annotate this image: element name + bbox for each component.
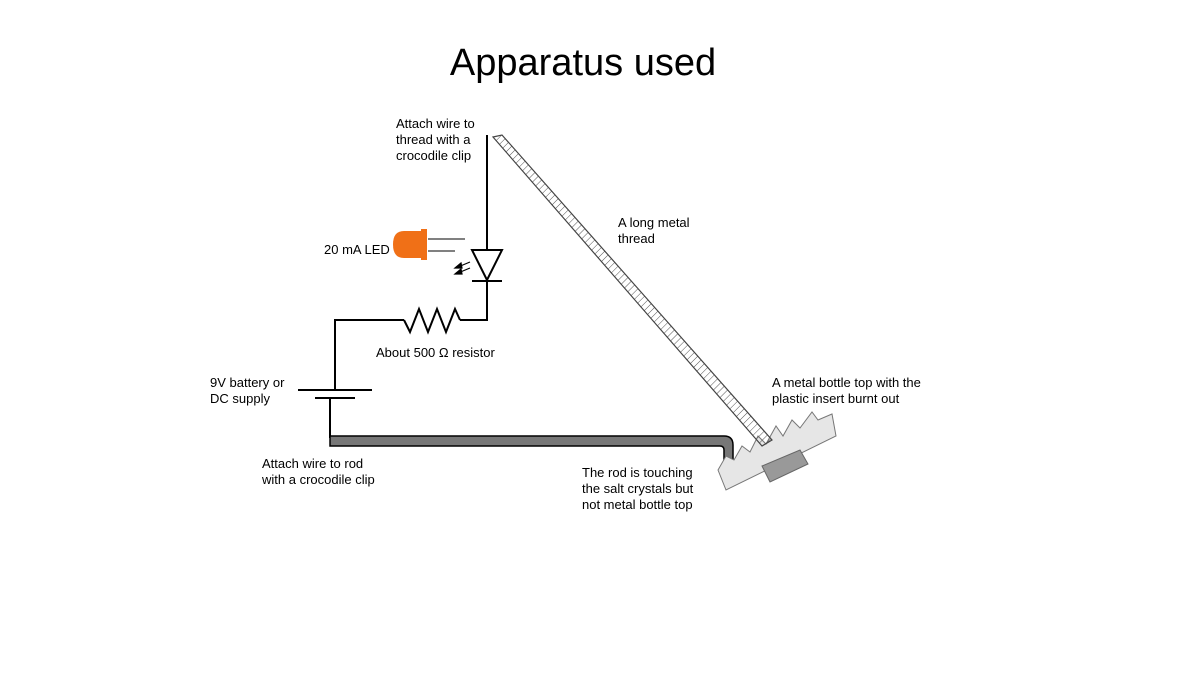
metal-thread — [491, 134, 773, 447]
bottle-top — [717, 411, 837, 491]
bottle-top-label: A metal bottle top with the plastic inse… — [772, 375, 921, 406]
battery-label: 9V battery or DC supply — [210, 375, 285, 406]
rod-clip-label: Attach wire to rod with a crocodile clip — [262, 456, 375, 487]
page-title: Apparatus used — [449, 42, 717, 84]
wire-resistor-to-battery — [334, 319, 404, 390]
led-component — [393, 229, 465, 260]
battery-symbol — [298, 389, 372, 399]
rod-touching-label: The rod is touching the salt crystals bu… — [582, 465, 694, 512]
led-diode-symbol — [470, 249, 504, 283]
resistor-label: About 500 Ω resistor — [376, 345, 495, 360]
wire-led-to-resistor — [460, 281, 488, 321]
led-label: 20 mA LED — [324, 242, 390, 257]
light-arrows — [453, 261, 471, 275]
thread-clip-label: Attach wire to thread with a crocodile c… — [396, 116, 475, 163]
bottle-insert — [761, 449, 809, 483]
metal-rod — [329, 435, 734, 469]
long-thread-label: A long metal thread — [618, 215, 690, 246]
resistor-symbol — [403, 306, 461, 335]
